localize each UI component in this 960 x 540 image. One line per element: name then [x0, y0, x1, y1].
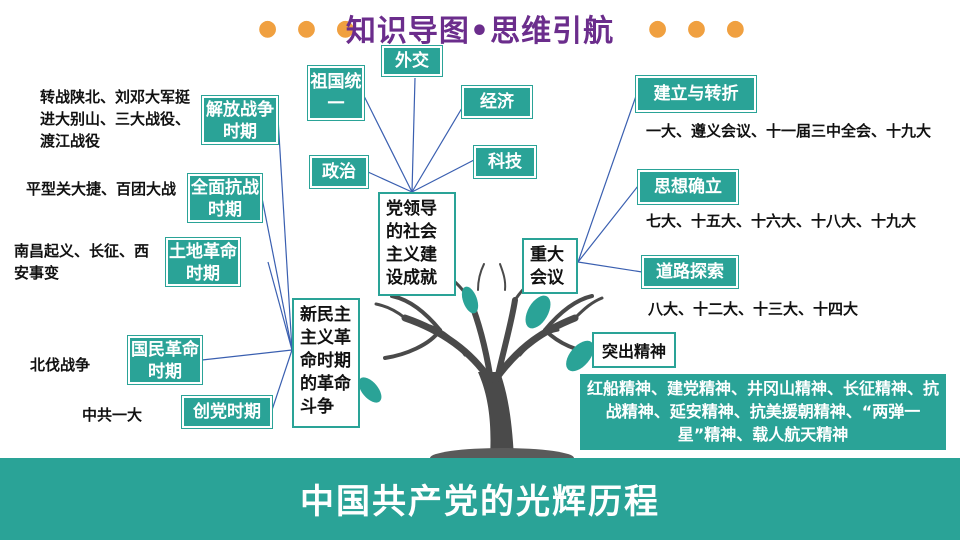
events-agrarian-revolution: 南昌起义、长征、西安事变 — [14, 242, 150, 282]
footer-title: 中国共产党的光辉历程 — [300, 482, 660, 522]
left-connectors — [201, 117, 293, 411]
achievement-technology: 科技 — [474, 146, 536, 178]
period-national-revolution: 国民革命时期 — [128, 336, 202, 384]
period-party-founding: 创党时期 — [182, 396, 272, 428]
events-anti-japanese-war: 平型关大捷、百团大战 — [26, 180, 177, 198]
page-title: 知识导图•思维引航 — [345, 14, 615, 49]
decorative-dots-left: ● ● ● — [258, 16, 361, 41]
center-major-meetings: 重大会议 — [522, 238, 578, 294]
meetings-thought-established: 七大、十五大、十六大、十八大、十九大 — [646, 212, 917, 230]
center-socialist-construction: 党领导的社会主义建设成就 — [378, 192, 456, 296]
center-revolution-struggle: 新民主主义革命时期的革命斗争 — [292, 298, 360, 428]
spirit-content: 红船精神、建党精神、井冈山精神、长征精神、抗战精神、延安精神、抗美援朝精神、“两… — [580, 374, 946, 450]
meeting-path-exploration: 道路探索 — [642, 256, 738, 288]
meeting-founding-and-turning: 建立与转折 — [636, 76, 756, 112]
footer-banner — [0, 458, 960, 540]
meeting-thought-established: 思想确立 — [638, 170, 738, 204]
period-liberation-war: 解放战争时期 — [202, 96, 278, 144]
middle-connectors — [361, 77, 475, 193]
events-national-revolution: 北伐战争 — [30, 356, 91, 374]
achievement-economy: 经济 — [462, 86, 532, 118]
spirit-title: 突出精神 — [592, 332, 677, 368]
achievement-reunification: 祖国统一 — [308, 66, 364, 120]
period-anti-japanese-war: 全面抗战时期 — [188, 174, 262, 222]
meetings-path-exploration: 八大、十二大、十三大、十四大 — [648, 300, 859, 318]
right-connectors — [577, 95, 643, 273]
achievement-politics: 政治 — [310, 156, 368, 188]
decorative-dots-right: ● ● ● — [648, 16, 751, 41]
achievement-diplomacy: 外交 — [382, 46, 442, 76]
events-liberation-war: 转战陕北、刘邓大军挺进大别山、三大战役、渡江战役 — [40, 88, 191, 150]
meetings-founding-and-turning: 一大、遵义会议、十一届三中全会、十九大 — [646, 122, 932, 140]
period-agrarian-revolution: 土地革命时期 — [166, 238, 240, 286]
events-party-founding: 中共一大 — [82, 406, 143, 424]
